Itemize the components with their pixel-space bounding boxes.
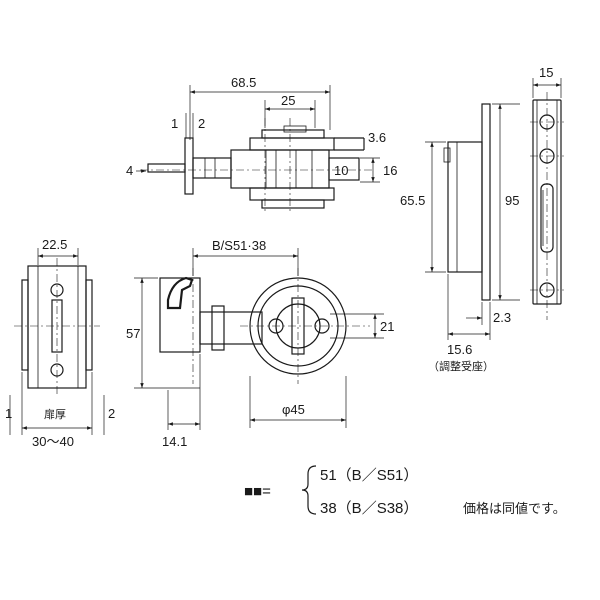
side-dim-95: 95 [505, 193, 519, 208]
section-door-thickness-label: 扉厚 [44, 408, 66, 421]
section-door-range: 30～40 [32, 434, 74, 449]
front-dim-backset: B/S51·38 [212, 238, 266, 253]
legend-option-38: 38（B／S38） [320, 500, 418, 517]
legend-placeholder: ■■= [244, 483, 271, 500]
top-view-neck [192, 157, 232, 179]
side-view: 65.5 95 2.3 15.6 （調整受座） [400, 103, 520, 373]
top-dim-16: 16 [383, 163, 397, 178]
top-view-faceplate [184, 137, 194, 195]
top-dim-4: 4 [126, 163, 133, 178]
latch-hook [166, 276, 194, 310]
front-dim-21: 21 [380, 319, 394, 334]
top-view: 68.5 25 1 2 4 3.6 10 16 [126, 75, 397, 214]
top-dim-10: 10 [334, 163, 348, 178]
legend-price-note: 価格は同値です。 [463, 501, 566, 516]
front-dim-14-1: 14.1 [162, 434, 187, 449]
strike-plate-edge [481, 103, 491, 301]
strike-dim-15: 15 [539, 65, 553, 80]
legend-option-51: 51（B／S51） [320, 467, 418, 484]
strike-box [447, 141, 483, 273]
section-dim-2: 2 [108, 406, 115, 421]
front-dim-57: 57 [126, 326, 140, 341]
top-dim-25: 25 [281, 93, 295, 108]
side-note-adjustable: （調整受座） [428, 359, 494, 373]
side-dim-65-5: 65.5 [400, 193, 425, 208]
legend: ■■= 51（B／S51） 38（B／S38） 価格は同値です。 [244, 465, 566, 517]
legend-brace [301, 465, 317, 515]
top-dim-1: 1 [171, 116, 178, 131]
side-dim-15-6: 15.6 [447, 342, 472, 357]
top-dim-2: 2 [198, 116, 205, 131]
top-view-rod [147, 163, 186, 173]
front-dim-diameter: φ45 [282, 402, 305, 417]
strike-front-view: 15 [530, 65, 564, 320]
side-dim-2-3: 2.3 [493, 310, 511, 325]
section-dim-22-5: 22.5 [42, 237, 67, 252]
section-dim-1: 1 [5, 406, 12, 421]
section-view: 22.5 1 扉厚 2 30～40 [5, 237, 115, 449]
top-dim-68-5: 68.5 [231, 75, 256, 90]
top-view-body [230, 149, 330, 189]
front-view: B/S51·38 57 14.1 φ45 21 [126, 238, 394, 449]
flush-pull-outer [249, 277, 347, 375]
top-dim-3-6: 3.6 [368, 130, 386, 145]
